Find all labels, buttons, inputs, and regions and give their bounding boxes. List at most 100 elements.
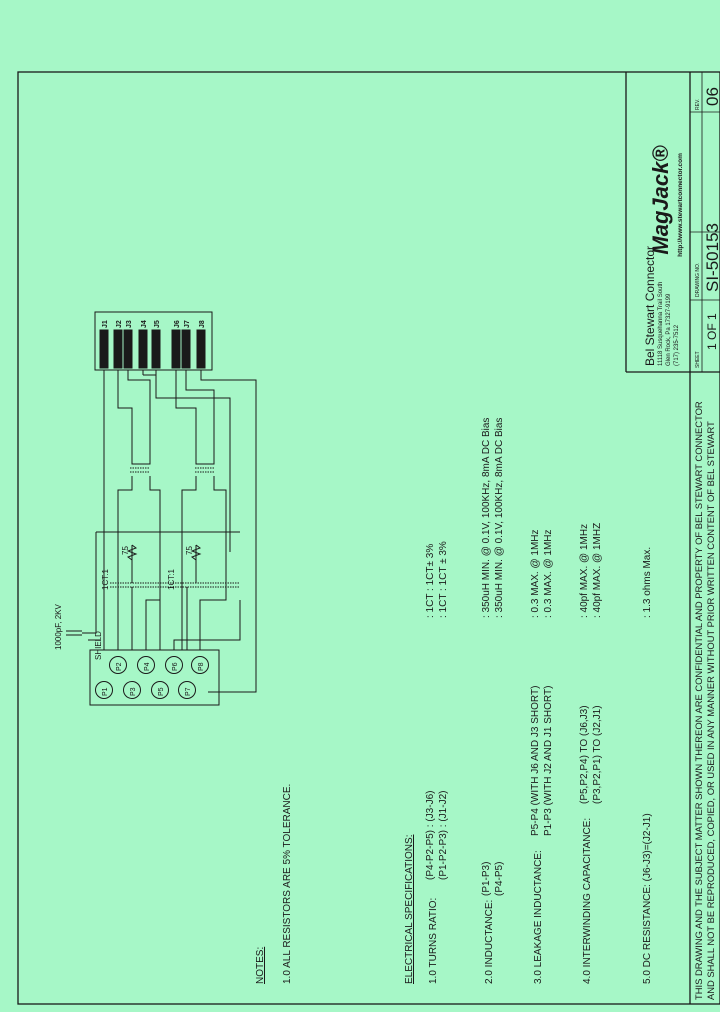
spec-condition: (P4-P5) — [494, 862, 505, 896]
spec-condition: (P5,P2,P4) TO (J6,J3) — [579, 705, 590, 804]
plug-pin-label: P5 — [158, 687, 165, 696]
jack-pin-label: J8 — [199, 320, 206, 328]
wire-j4j5-bridge — [143, 374, 231, 552]
capacitor-label: 1000pF, 2KV — [54, 604, 63, 650]
specs-heading: ELECTRICAL SPECIFICATIONS: — [404, 835, 415, 984]
spec-value: : 0.3 MAX. @ 1MHz — [530, 529, 541, 618]
plug-pin-p3 — [123, 681, 141, 699]
spec-label: 1.0 TURNS RATIO: — [428, 898, 439, 984]
ct-ratio-label: 1CT:1 — [167, 569, 176, 590]
plug-pin-p6 — [165, 656, 183, 674]
spec-value: : 350uH MIN. @ 0.1V, 100KHz, 8mA DC Bias — [481, 418, 492, 618]
schematic — [66, 311, 257, 706]
revision-number: 06 — [703, 87, 720, 106]
spec-value: : 0.3 MAX. @ 1MHz — [543, 529, 554, 618]
disclaimer-line-2: AND SHALL NOT BE REPRODUCED, COPIED, OR … — [705, 421, 716, 1000]
spec-value: : 1.3 ohms Max. — [642, 547, 653, 618]
drawing-border — [17, 71, 720, 1005]
note-item: 1.0 ALL RESISTORS ARE 5% TOLERANCE. — [282, 784, 293, 984]
wire-j7 — [185, 370, 215, 452]
plug-pin-label: P7 — [185, 687, 192, 696]
spec-value: : 350uH MIN. @ 0.1V, 100KHz, 8mA DC Bias — [494, 418, 505, 618]
plug-pin-p8 — [191, 656, 209, 674]
wire-j3 — [127, 370, 151, 452]
jack-pin-j7 — [181, 329, 191, 369]
address-line-2: Glen Rock, Pa 17327-9199 — [666, 293, 672, 366]
address-line-1: 11118 Susquehanna Trail South — [658, 282, 664, 366]
spec-condition: (P1-P3) — [481, 862, 492, 896]
rev-label: REV. — [695, 99, 701, 110]
jack-pin-label: J7 — [184, 320, 191, 328]
title-block — [625, 72, 720, 1004]
company-name: Bel Stewart Connector — [643, 246, 657, 366]
coil-right-top — [195, 452, 215, 465]
spec-condition: (P1-P2-P3) : (J1-J2) — [438, 791, 449, 880]
resistor-left — [126, 544, 138, 561]
sheet-label: SHEET — [695, 351, 701, 368]
wire-j8 — [200, 370, 257, 693]
ct-ratio-label: 1CT:1 — [101, 569, 110, 590]
jack-pin-label: J1 — [102, 320, 109, 328]
coil-right-upper-lead-2 — [199, 476, 227, 650]
disclaimer-line-1: THIS DRAWING AND THE SUBJECT MATTER SHOW… — [693, 401, 704, 1000]
plug-pin-label: P8 — [198, 662, 205, 671]
spec-label: 2.0 INDUCTANCE: — [484, 900, 495, 984]
spec-value: : 1CT : 1CT ± 3% — [438, 541, 449, 618]
notes-heading: NOTES: — [255, 947, 266, 984]
spec-label: 3.0 LEAKAGE INDUCTANCE: — [533, 850, 544, 984]
jack-pin-label: J5 — [154, 320, 161, 328]
drawing-no-label: DRAWING NO. — [695, 263, 701, 297]
spec-condition: (P3,P2,P1) TO (J2,J1) — [592, 705, 603, 804]
plug-pin-p4 — [137, 656, 155, 674]
coil-left-top — [131, 452, 151, 465]
plug-pin-label: P6 — [172, 662, 179, 671]
plug-pin-label: P1 — [102, 687, 109, 696]
jack-pin-j5 — [151, 329, 161, 369]
jack-pin-j8 — [196, 329, 206, 369]
jack-pin-j1 — [99, 329, 109, 369]
plug-pin-p1 — [95, 681, 113, 699]
jack-pin-j2 — [113, 329, 123, 369]
wire-p6-ext — [173, 600, 241, 650]
jack-pin-label: J4 — [141, 320, 148, 328]
plug-pin-p7 — [178, 681, 196, 699]
wire-j2 — [117, 370, 133, 452]
resistor-label: 75 — [185, 546, 194, 555]
spec-value: : 40pf MAX. @ 1MHz — [579, 524, 590, 618]
coil-left-upper-lead-2 — [145, 476, 161, 650]
jack-pin-j4 — [138, 329, 148, 369]
resistor-right — [190, 544, 202, 561]
coil-left-upper-lead — [117, 476, 133, 650]
sheet-value: 1 OF 1 — [705, 313, 719, 350]
brand-logo: MagJack® — [648, 145, 673, 255]
spec-label: 4.0 INTERWINDING CAPACITANCE: — [582, 818, 593, 984]
wire-j6 — [175, 370, 197, 452]
drawing-number: SI-50153 — [703, 223, 720, 292]
plug-pin-p2 — [109, 656, 127, 674]
jack-pin-label: J2 — [116, 320, 123, 328]
jack-pin-j6 — [171, 329, 181, 369]
spec-condition: P1-P3 (WITH J2 AND J1 SHORT) — [543, 686, 554, 836]
website-url: http://www.stewartconnector.com — [677, 153, 684, 257]
coil-right-upper-lead — [181, 476, 197, 650]
plug-connector — [89, 649, 220, 706]
address-line-3: (717) 235-7512 — [674, 324, 680, 366]
spec-value: : 1CT : 1CT± 3% — [425, 544, 436, 618]
plug-pin-label: P4 — [144, 662, 151, 671]
shield-label: SHIELD — [94, 631, 103, 660]
resistor-label: 75 — [121, 546, 130, 555]
plug-pin-label: P3 — [130, 687, 137, 696]
spec-value: : 40pf MAX. @ 1MHZ — [592, 523, 603, 618]
spec-label: 5.0 DC RESISTANCE: (J6-J3)=(J2-J1) — [642, 813, 653, 984]
plug-pin-p5 — [151, 681, 169, 699]
shield-lead — [82, 602, 97, 634]
jack-pin-label: J3 — [126, 320, 133, 328]
spec-condition: P5-P4 (WITH J6 AND J3 SHORT) — [530, 686, 541, 836]
jack-connector — [94, 311, 213, 371]
plug-pin-label: P2 — [116, 662, 123, 671]
transformer-right — [170, 467, 240, 588]
spec-condition: (P4-P2-P5) : (J3-J6) — [425, 791, 436, 880]
jack-pin-label: J6 — [174, 320, 181, 328]
jack-pin-j3 — [123, 329, 133, 369]
